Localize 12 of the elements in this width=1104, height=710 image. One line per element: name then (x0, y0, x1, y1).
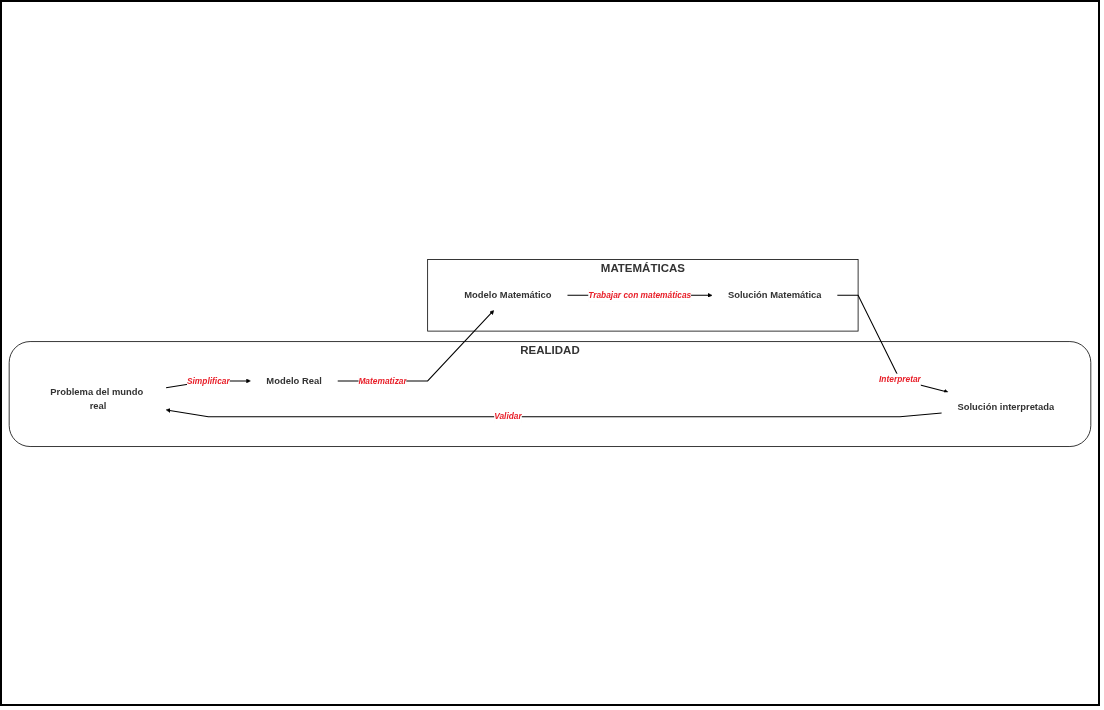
edge-label: Simplificar (186, 376, 230, 386)
edge-label: Interpretar (879, 375, 921, 384)
edge-label: Matematizar (358, 376, 407, 386)
edge-label: Trabajar con matemáticas (588, 290, 692, 300)
node-text: Modelo Matemático (464, 289, 552, 301)
arrow (836, 294, 949, 394)
node-text: Problema del mundo real (50, 386, 144, 411)
edge-label: Validar (494, 412, 522, 421)
arrow (165, 408, 943, 418)
node-text: Modelo Real (266, 375, 322, 386)
node-text: Solución Matemática (727, 289, 822, 301)
node-text: Solución interpretada (957, 401, 1055, 413)
